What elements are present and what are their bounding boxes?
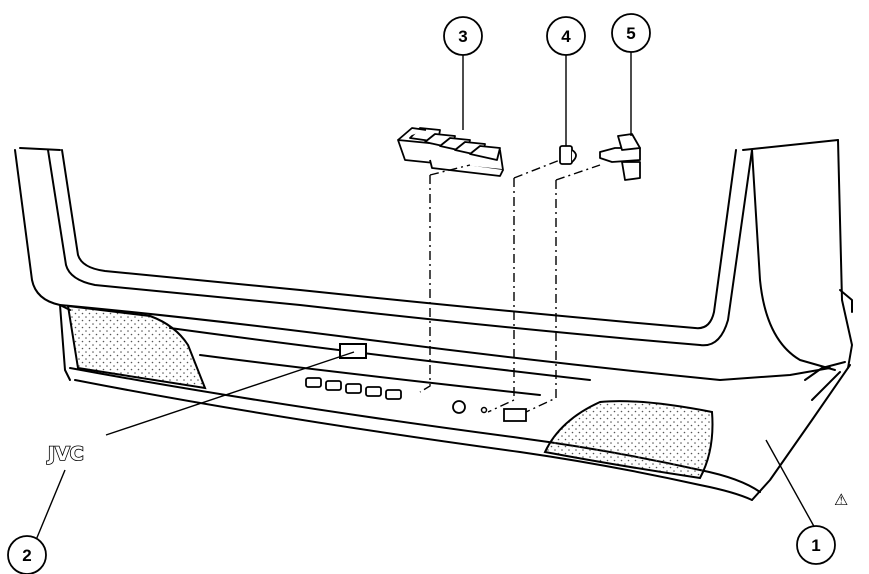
svg-text:3: 3: [458, 27, 467, 46]
front-buttons: [305, 377, 402, 400]
callout-1: 1: [796, 525, 836, 565]
svg-text:5: 5: [626, 24, 635, 43]
tv-cabinet: [14, 139, 853, 501]
indicator-light: [452, 400, 466, 414]
button-set-part: [397, 127, 504, 177]
callout-5: 5: [611, 13, 651, 53]
svg-text:4: 4: [561, 27, 571, 46]
callout-3: 3: [443, 16, 483, 56]
callout-4: 4: [546, 16, 586, 56]
svg-text:2: 2: [22, 546, 31, 565]
warning-triangle-icon: ⚠: [834, 490, 848, 509]
power-button-slot: [503, 408, 527, 422]
sensor-window: [480, 406, 488, 414]
right-speaker-grille: [543, 400, 714, 480]
power-button-part: [599, 133, 641, 181]
jvc-logo: JVC: [46, 443, 84, 465]
left-speaker-grille: [66, 304, 207, 390]
assembly-lines: [419, 159, 601, 413]
light-guide-part: [559, 145, 577, 165]
callout-2: 2: [7, 535, 47, 574]
svg-text:1: 1: [811, 536, 820, 555]
leader-lines: [35, 50, 817, 541]
